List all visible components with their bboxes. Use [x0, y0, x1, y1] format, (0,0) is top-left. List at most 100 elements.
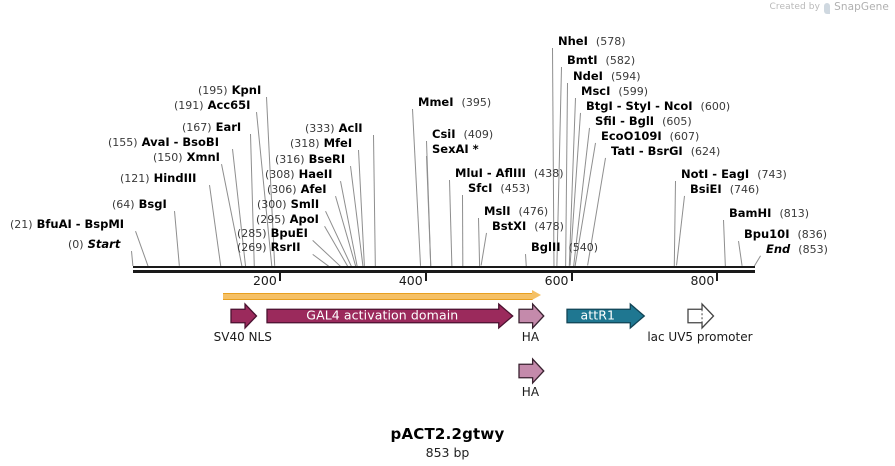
enzyme-label-sfci[interactable]: SfcI (453): [468, 182, 530, 195]
enzyme-label-btgi-styi-ncoi[interactable]: BtgI - StyI - NcoI (600): [586, 100, 730, 113]
enzyme-name: KpnI: [231, 83, 262, 97]
enzyme-position: (191): [174, 99, 204, 112]
enzyme-position: (333): [305, 122, 335, 135]
enzyme-label-apoi[interactable]: (295) ApoI: [256, 213, 319, 226]
enzyme-label-smli[interactable]: (300) SmlI: [257, 198, 319, 211]
enzyme-name: MslI: [484, 204, 511, 218]
enzyme-position: (600): [700, 100, 731, 113]
feature-label-lac-uv5-promoter: lac UV5 promoter: [647, 330, 753, 344]
enzyme-name: TatI - BsrGI: [611, 144, 683, 158]
enzyme-name: RsrII: [270, 240, 301, 254]
enzyme-position: (308): [265, 168, 295, 181]
enzyme-label-nhei[interactable]: NheI (578): [558, 35, 626, 48]
enzyme-label-msli[interactable]: MslI (476): [484, 205, 548, 218]
enzyme-label-bsiei[interactable]: BsiEI (746): [690, 183, 759, 196]
enzyme-name: SexAI *: [432, 142, 479, 156]
enzyme-label-bpuei[interactable]: (285) BpuEI: [237, 227, 308, 240]
enzyme-position: (624): [690, 145, 721, 158]
enzyme-label-rsrii[interactable]: (269) RsrII: [237, 241, 301, 254]
leader-line-mfei: [358, 150, 365, 267]
leader-line-acli: [373, 135, 376, 267]
feature-ha-tag-1[interactable]: [518, 302, 545, 330]
leader-line-bfuai-bspmi: [134, 231, 149, 267]
enzyme-position: (746): [729, 183, 760, 196]
enzyme-name: NdeI: [573, 69, 603, 83]
enzyme-label-end[interactable]: End (853): [766, 243, 828, 256]
enzyme-label-mmei[interactable]: MmeI (395): [418, 96, 491, 109]
enzyme-position: (478): [534, 220, 564, 233]
enzyme-label-acli[interactable]: (333) AclI: [305, 122, 363, 135]
enzyme-label-bpu10i[interactable]: Bpu10I (836): [744, 228, 827, 241]
enzyme-label-bsgi[interactable]: (64) BsgI: [112, 198, 167, 211]
enzyme-label-acc65i[interactable]: (191) Acc65I: [174, 99, 250, 112]
enzyme-position: (409): [463, 128, 494, 141]
enzyme-label-ndei[interactable]: NdeI (594): [573, 70, 641, 83]
leader-line-bsiei: [675, 195, 685, 266]
enzyme-label-ecoo109i[interactable]: EcoO109I (607): [601, 130, 699, 143]
enzyme-name: CsiI: [432, 127, 456, 141]
enzyme-name: AfeI: [300, 182, 327, 196]
feature-attr1[interactable]: attR1: [566, 302, 646, 330]
watermark-brand: SnapGene: [834, 1, 889, 13]
ruler-tick-label: 600: [544, 273, 569, 288]
enzyme-label-mfei[interactable]: (318) MfeI: [290, 137, 352, 150]
enzyme-name: BsiEI: [690, 182, 722, 196]
enzyme-label-xmni[interactable]: (150) XmnI: [153, 151, 220, 164]
enzyme-label-mlui-afliii[interactable]: MluI - AflIII (438): [455, 167, 564, 180]
feature-label-ha-tag-2: HA: [521, 385, 540, 399]
enzyme-label-bamhi[interactable]: BamHI (813): [729, 207, 809, 220]
enzyme-name: BseRI: [308, 152, 346, 166]
enzyme-position: (150): [153, 151, 183, 164]
enzyme-name: BpuEI: [270, 226, 308, 240]
feature-ha-tag-2[interactable]: [518, 357, 545, 385]
leader-line-bstxi: [480, 232, 487, 266]
leader-line-bamhi: [723, 220, 726, 267]
enzyme-label-hindiii[interactable]: (121) HindIII: [120, 172, 196, 185]
leader-line-rsrii: [312, 254, 330, 267]
enzyme-label-bmti[interactable]: BmtI (582): [567, 54, 635, 67]
ruler-tick: [570, 273, 573, 281]
enzyme-label-sexai[interactable]: SexAI *: [432, 143, 479, 155]
enzyme-position: (599): [618, 85, 648, 98]
enzyme-label-haeii[interactable]: (308) HaeII: [265, 168, 332, 181]
enzyme-label-bglii[interactable]: BglII (540): [531, 241, 598, 254]
leader-line-start: [130, 251, 133, 267]
enzyme-name: BamHI: [729, 206, 772, 220]
enzyme-name: EcoO109I: [601, 129, 662, 143]
enzyme-label-bfuai-bspmi[interactable]: (21) BfuAI - BspMI: [10, 218, 124, 231]
enzyme-position: (21): [10, 218, 33, 231]
enzyme-label-afei[interactable]: (306) AfeI: [267, 183, 327, 196]
enzyme-label-kpni[interactable]: (195) KpnI: [198, 84, 261, 97]
enzyme-label-start[interactable]: (0) Start: [68, 238, 120, 251]
enzyme-position: (295): [256, 213, 286, 226]
enzyme-name: Acc65I: [207, 98, 251, 112]
enzyme-label-tati-bsrgi[interactable]: TatI - BsrGI (624): [611, 145, 720, 158]
enzyme-position: (155): [108, 136, 138, 149]
enzyme-position: (167): [182, 121, 212, 134]
enzyme-name: BstXI: [492, 219, 527, 233]
enzyme-label-noti-eagi[interactable]: NotI - EagI (743): [681, 168, 787, 181]
enzyme-label-sfii-bgli[interactable]: SfiI - BglI (605): [595, 115, 692, 128]
enzyme-label-bstxi[interactable]: BstXI (478): [492, 220, 564, 233]
feature-lac-uv5-promoter[interactable]: [687, 302, 715, 330]
enzyme-position: (300): [257, 198, 287, 211]
enzyme-label-eari[interactable]: (167) EarI: [182, 121, 241, 134]
enzyme-label-csii[interactable]: CsiI (409): [432, 128, 493, 141]
orf-arrow-head: [532, 290, 542, 300]
leader-line-mlui-afliii: [449, 180, 453, 267]
enzyme-name: Start: [87, 237, 121, 251]
enzyme-label-bseri[interactable]: (316) BseRI: [275, 153, 345, 166]
enzyme-position: (813): [779, 207, 810, 220]
enzyme-position: (269): [237, 241, 267, 254]
feature-gal4-activation-domain[interactable]: GAL4 activation domain: [266, 302, 515, 330]
enzyme-label-msci[interactable]: MscI (599): [581, 85, 648, 98]
enzyme-name: MluI - AflIII: [455, 166, 526, 180]
orf-arrow-bar: [223, 293, 534, 300]
enzyme-position: (607): [669, 130, 700, 143]
enzyme-label-avai-bsobi[interactable]: (155) AvaI - BsoBI: [108, 136, 219, 149]
feature-sv40-nls[interactable]: [230, 302, 258, 330]
enzyme-position: (578): [595, 35, 626, 48]
ruler-tick-label: 200: [252, 273, 277, 288]
ruler-tick: [278, 273, 281, 281]
